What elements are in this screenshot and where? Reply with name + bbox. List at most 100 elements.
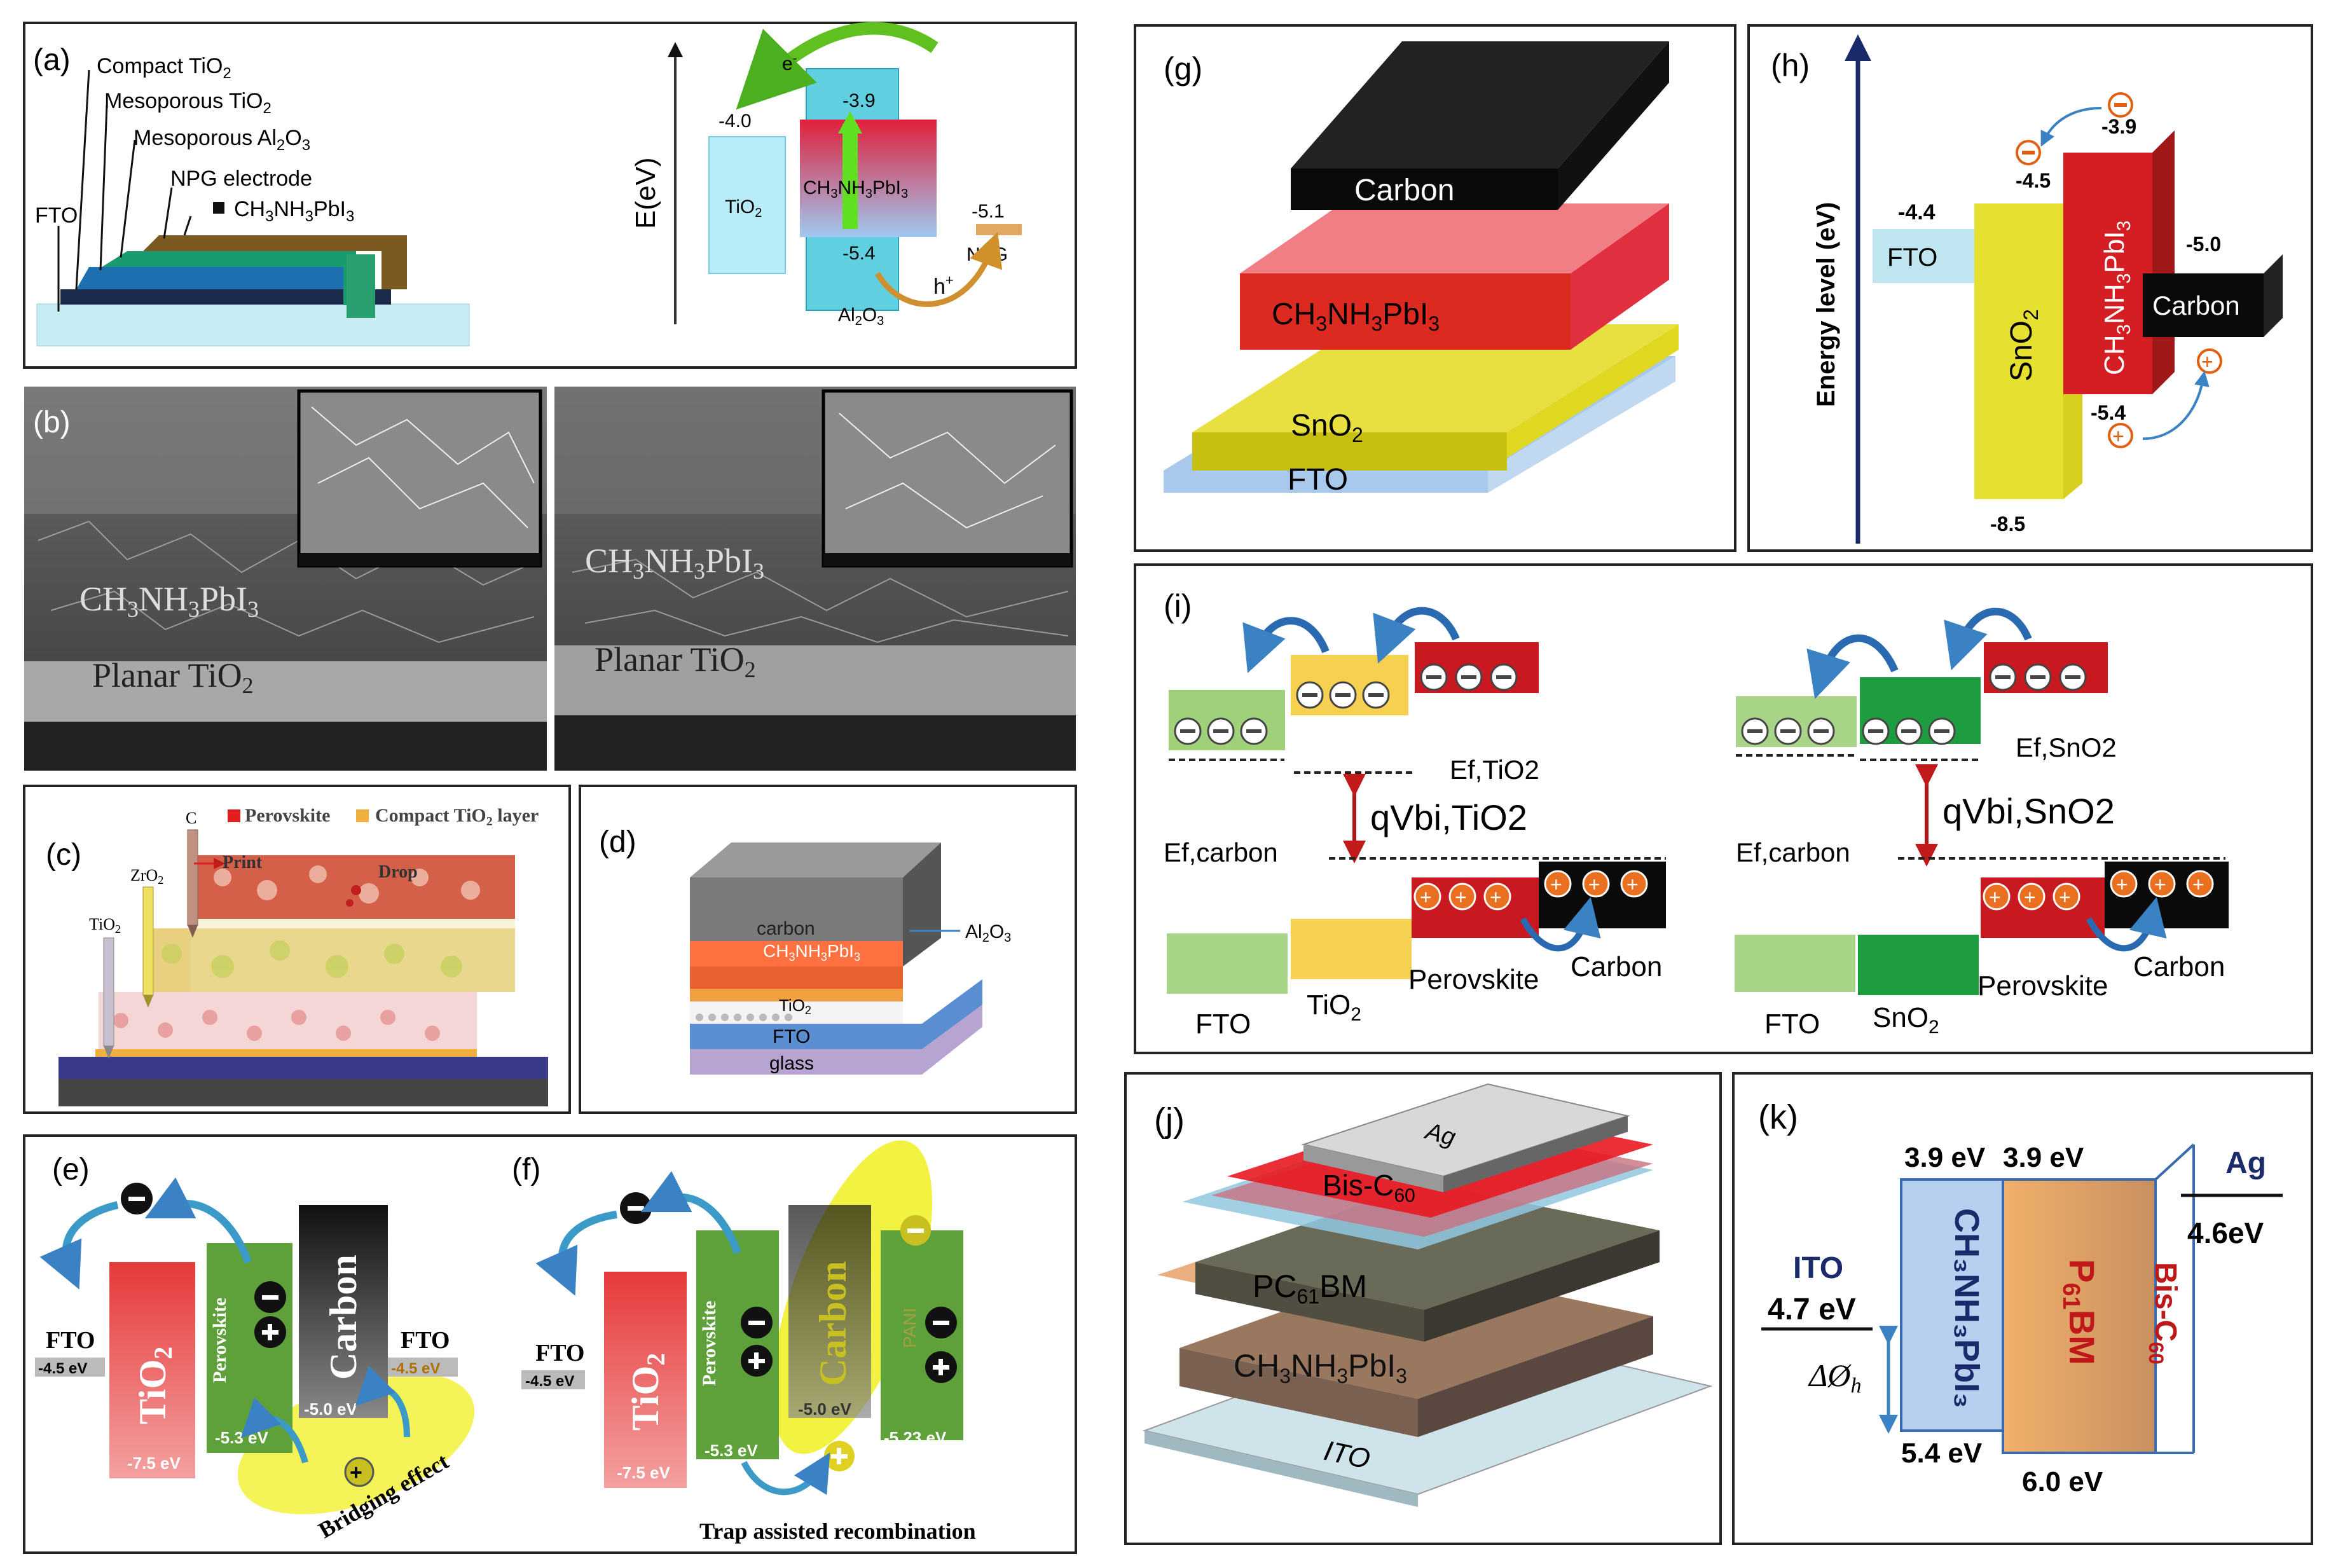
svg-text:Carbon: Carbon	[1571, 951, 1662, 982]
svg-text:+: +	[2201, 350, 2213, 373]
svg-text:TiO2: TiO2	[132, 1347, 177, 1424]
panel-k-label: (k)	[1758, 1098, 1798, 1136]
a-axis-label: E(eV)	[630, 158, 661, 229]
svg-text:+: +	[1490, 886, 1502, 909]
svg-text:glass: glass	[769, 1053, 814, 1074]
svg-text:FTO: FTO	[1887, 244, 1937, 272]
svg-text:Compact TiO2: Compact TiO2	[97, 54, 231, 82]
svg-text:Ef,carbon: Ef,carbon	[1164, 837, 1278, 867]
svg-text:+: +	[1989, 886, 2001, 909]
svg-text:qVbi,TiO2: qVbi,TiO2	[1370, 797, 1527, 837]
svg-text:Perovskite: Perovskite	[699, 1301, 720, 1386]
svg-text:+: +	[2154, 873, 2166, 896]
svg-text:qVbi,SnO2: qVbi,SnO2	[1942, 791, 2115, 831]
svg-text:CH3NH3PbI3: CH3NH3PbI3	[763, 941, 860, 963]
panel-j-label: (j)	[1154, 1101, 1185, 1139]
svg-text:-4.5 eV: -4.5 eV	[38, 1360, 87, 1377]
svg-text:Planar TiO2: Planar TiO2	[92, 656, 254, 698]
a-fto-label: FTO	[35, 203, 78, 228]
svg-text:-4.5 eV: -4.5 eV	[525, 1373, 574, 1390]
svg-text:Mesoporous TiO2: Mesoporous TiO2	[104, 89, 272, 117]
panel-f-label: (f)	[512, 1153, 540, 1186]
svg-text:Planar TiO2: Planar TiO2	[595, 640, 756, 682]
svg-text:-5.0: -5.0	[2186, 233, 2221, 256]
panel-i-label: (i)	[1164, 588, 1192, 624]
svg-text:5.4 eV: 5.4 eV	[1901, 1438, 1983, 1469]
panel-g: (g) Carbon CH3NH3PbI3 SnO2 FTO	[1134, 24, 1736, 552]
svg-text:SnO2: SnO2	[2005, 309, 2042, 382]
svg-text:3.9 eV: 3.9 eV	[2003, 1142, 2084, 1173]
svg-text:TiO2: TiO2	[725, 196, 762, 220]
svg-text:ΔØh: ΔØh	[1808, 1358, 1861, 1398]
svg-text:-8.5: -8.5	[1990, 512, 2025, 535]
panel-f: FTO -4.5 eV TiO2 -7.5 eV Perovskite -5.3…	[521, 1140, 976, 1544]
svg-text:-4.4: -4.4	[1898, 200, 1936, 224]
svg-text:-3.9: -3.9	[842, 90, 876, 111]
svg-text:+: +	[1626, 873, 1639, 896]
svg-text:Carbon: Carbon	[812, 1261, 854, 1386]
svg-text:ITO: ITO	[1793, 1251, 1843, 1285]
svg-text:Bis-C60: Bis-C60	[1323, 1169, 1415, 1206]
svg-text:CH₃NH₃PbI₃: CH₃NH₃PbI₃	[1948, 1208, 1986, 1408]
svg-text:FTO: FTO	[401, 1327, 450, 1354]
svg-text:3.9 eV: 3.9 eV	[1904, 1142, 1986, 1173]
svg-text:+: +	[1550, 873, 1562, 896]
svg-text:TiO2: TiO2	[89, 915, 121, 935]
svg-text:Trap assisted recombination: Trap assisted recombination	[699, 1518, 976, 1544]
svg-text:Perovskite: Perovskite	[245, 805, 330, 826]
svg-text:-7.5 eV: -7.5 eV	[617, 1463, 670, 1482]
svg-text:CH3NH3PbI3: CH3NH3PbI3	[79, 580, 259, 622]
svg-text:Perovskite: Perovskite	[209, 1298, 230, 1383]
svg-text:FTO: FTO	[773, 1026, 810, 1047]
panel-j: (j) Ag Bis-C60 PC61BM CH3NH3PbI3 ITO	[1124, 1072, 1722, 1545]
svg-text:TiO2: TiO2	[1307, 989, 1361, 1025]
svg-text:CH3NH3PbI3: CH3NH3PbI3	[803, 177, 908, 201]
svg-text:Carbon: Carbon	[322, 1255, 364, 1380]
svg-text:-5.4: -5.4	[842, 243, 876, 264]
svg-text:-5.23 eV: -5.23 eV	[884, 1428, 947, 1447]
svg-text:Al2O3: Al2O3	[965, 921, 1011, 945]
svg-text:FTO: FTO	[535, 1340, 584, 1366]
svg-text:+: +	[2059, 886, 2071, 909]
svg-text:C: C	[186, 809, 196, 827]
svg-text:e-: e-	[782, 52, 797, 74]
panel-h-label: (h)	[1771, 48, 1810, 83]
svg-text:TiO2: TiO2	[779, 996, 811, 1017]
svg-text:FTO: FTO	[1288, 463, 1348, 497]
svg-text:+: +	[1588, 873, 1600, 896]
svg-text:Carbon: Carbon	[2152, 291, 2240, 320]
svg-text:-5.4: -5.4	[2091, 401, 2126, 424]
svg-text:FTO: FTO	[1195, 1008, 1251, 1040]
panel-b-label: (b)	[33, 406, 71, 439]
svg-text:-5.1: -5.1	[972, 201, 1005, 222]
svg-text:-3.9: -3.9	[2101, 115, 2136, 138]
svg-text:CH3NH3PbI3: CH3NH3PbI3	[2099, 221, 2135, 375]
svg-text:Perovskite: Perovskite	[1408, 964, 1539, 995]
svg-text:6.0 eV: 6.0 eV	[2022, 1466, 2103, 1497]
svg-text:Drop: Drop	[378, 862, 418, 882]
svg-text:Ef,carbon: Ef,carbon	[1736, 837, 1850, 867]
svg-text:+: +	[2112, 425, 2124, 448]
svg-text:FTO: FTO	[1764, 1008, 1820, 1040]
svg-text:Ef,SnO2: Ef,SnO2	[2016, 732, 2117, 762]
svg-text:4.6eV: 4.6eV	[2187, 1216, 2264, 1249]
svg-text:-5.0 eV: -5.0 eV	[304, 1400, 357, 1419]
svg-text:Energy level (eV): Energy level (eV)	[1812, 202, 1840, 407]
svg-text:PC61BM: PC61BM	[1253, 1269, 1367, 1308]
svg-text:Ag: Ag	[2225, 1146, 2266, 1180]
svg-text:+: +	[2116, 873, 2128, 896]
panel-e: FTO -4.5 eV FTO -4.5 eV TiO2 -7.5 eV Per…	[35, 1177, 475, 1543]
svg-text:-4.5 eV: -4.5 eV	[391, 1360, 440, 1377]
svg-text:h+: h+	[933, 272, 954, 299]
svg-text:Perovskite: Perovskite	[1977, 970, 2108, 1001]
svg-text:carbon: carbon	[757, 918, 815, 939]
svg-text:SnO2: SnO2	[1291, 409, 1363, 446]
svg-text:Carbon: Carbon	[2133, 951, 2225, 982]
panel-a: (a) FTO Compact TiO2 Mesoporous TiO2 Mes…	[23, 22, 1077, 369]
i-left-holes: + + + + + +	[1413, 870, 1648, 911]
svg-text:4.7 eV: 4.7 eV	[1768, 1293, 1856, 1326]
svg-text:+: +	[350, 1461, 362, 1485]
panel-g-label: (g)	[1164, 51, 1202, 86]
panel-b: (b) CH3NH3PbI3 Planar TiO2 CH3NH3PbI3 Pl…	[24, 387, 1076, 771]
